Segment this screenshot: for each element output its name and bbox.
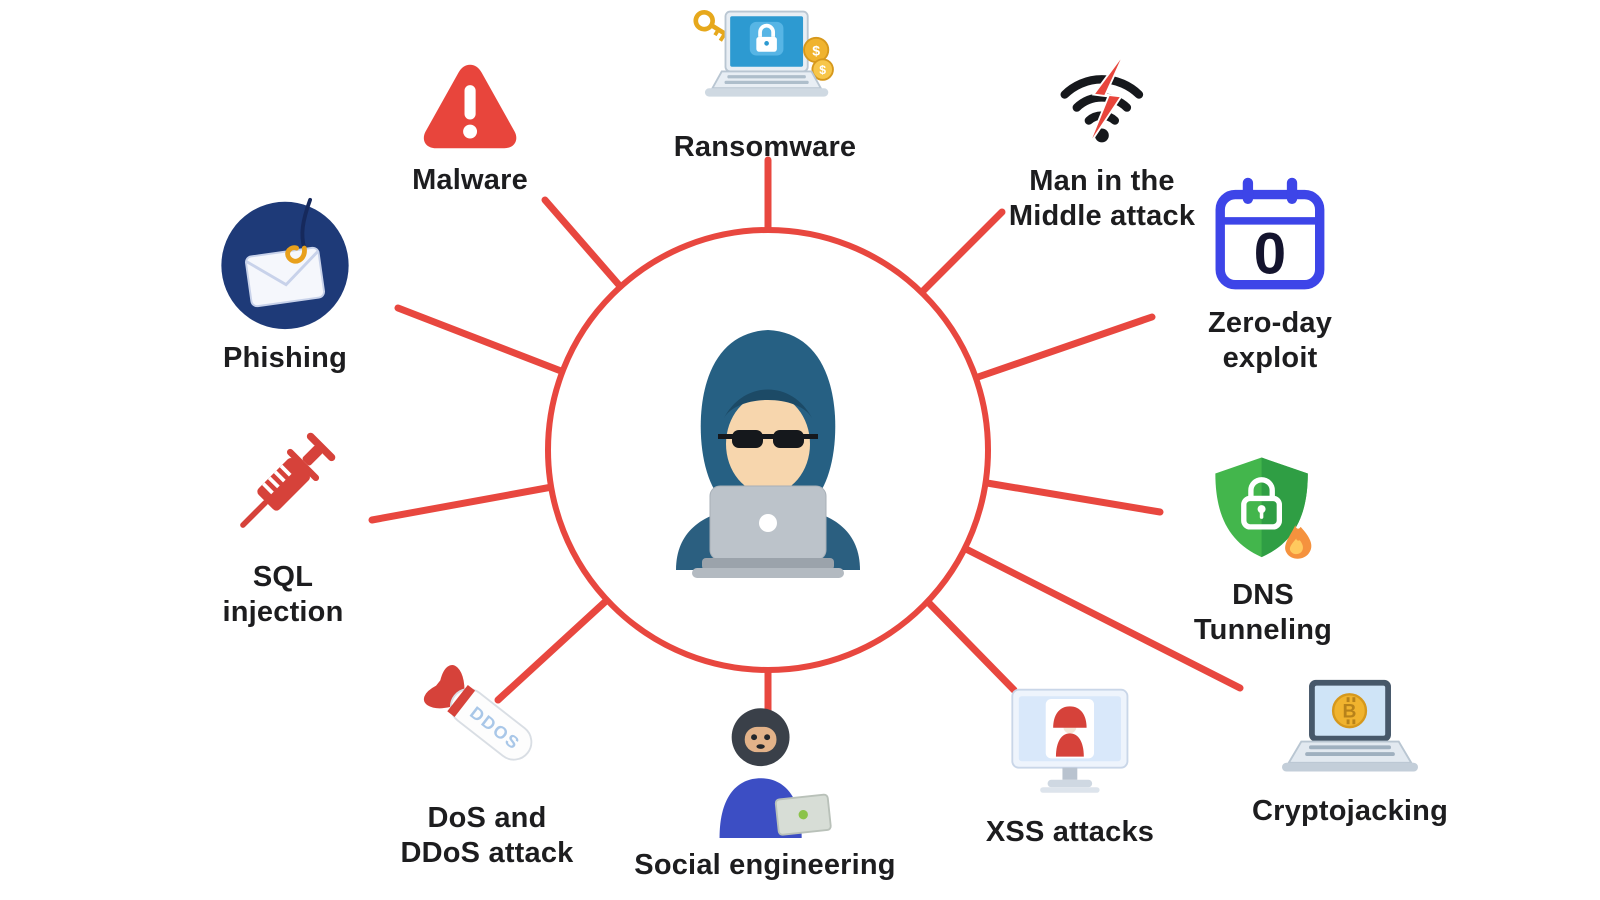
syringe-icon <box>240 432 336 528</box>
node-phishing: Phishing <box>218 196 353 376</box>
spoke-xss <box>924 598 1018 694</box>
node-crypto: B Cryptojacking <box>1252 676 1448 829</box>
node-label: Phishing <box>222 342 348 374</box>
coin-symbol: $ <box>812 43 820 59</box>
warning-triangle-icon <box>423 64 517 149</box>
node-label: XSS attacks <box>985 816 1155 848</box>
node-xss: XSS attacks <box>986 684 1154 850</box>
node-ransomware: $ $ Ransomware <box>674 6 857 165</box>
node-label: Social engineering <box>634 849 896 881</box>
node-label: Malware <box>412 164 528 196</box>
spokes <box>368 156 1244 730</box>
bitcoin-icon <box>1331 693 1368 729</box>
node-social: Social engineering <box>634 698 896 883</box>
node-zeroday: 0 Zero-day exploit <box>1208 172 1332 377</box>
node-ddos: DDOS DoS and DDoS attack <box>400 652 573 872</box>
node-malware: Malware <box>412 60 528 198</box>
node-label: SQL injection <box>222 561 344 629</box>
node-label: Cryptojacking <box>1252 795 1448 827</box>
spoke-mitm <box>919 208 1006 295</box>
calendar-zero-icon: 0 <box>1215 177 1325 290</box>
lightning-bolt-icon <box>1087 51 1127 148</box>
spoke-ddos <box>494 597 610 704</box>
laptop-bitcoin-icon: B <box>1282 679 1418 772</box>
masked-person-laptop-icon <box>719 708 832 838</box>
node-label: Ransomware <box>673 131 857 163</box>
fish-hook-icon <box>285 245 307 264</box>
ransomware-locked-laptop-icon: $ $ <box>693 9 835 97</box>
spoke-dns <box>983 479 1164 516</box>
node-mitm: Man in the Middle attack <box>1009 50 1195 235</box>
envelope-hook-icon <box>221 197 349 330</box>
node-sql: SQL injection <box>218 420 348 631</box>
node-dns: DNS Tunneling <box>1194 452 1332 649</box>
node-label: Man in the Middle attack <box>1008 165 1196 233</box>
spoke-sql <box>368 483 556 524</box>
node-label: DoS and DDoS attack <box>400 802 574 870</box>
ddos-missile-icon: DDOS <box>423 665 532 761</box>
coin-symbol: $ <box>820 63 827 77</box>
spoke-phishing <box>394 304 565 375</box>
node-label: DNS Tunneling <box>1193 579 1333 647</box>
sunglasses <box>718 430 818 448</box>
node-label: Zero-day exploit <box>1207 307 1333 375</box>
calendar-digit: 0 <box>1254 221 1286 286</box>
shield-lock-flame-icon <box>1215 457 1312 559</box>
bitcoin-symbol: B <box>1343 701 1357 722</box>
hacker-icon <box>676 330 860 578</box>
wifi-lightning-icon <box>1060 51 1144 148</box>
spoke-malware <box>541 196 623 289</box>
coin-icon <box>811 58 835 81</box>
spoke-crypto <box>962 545 1244 692</box>
monitor-hacker-icon <box>1011 688 1129 793</box>
spoke-zeroday <box>974 313 1156 381</box>
